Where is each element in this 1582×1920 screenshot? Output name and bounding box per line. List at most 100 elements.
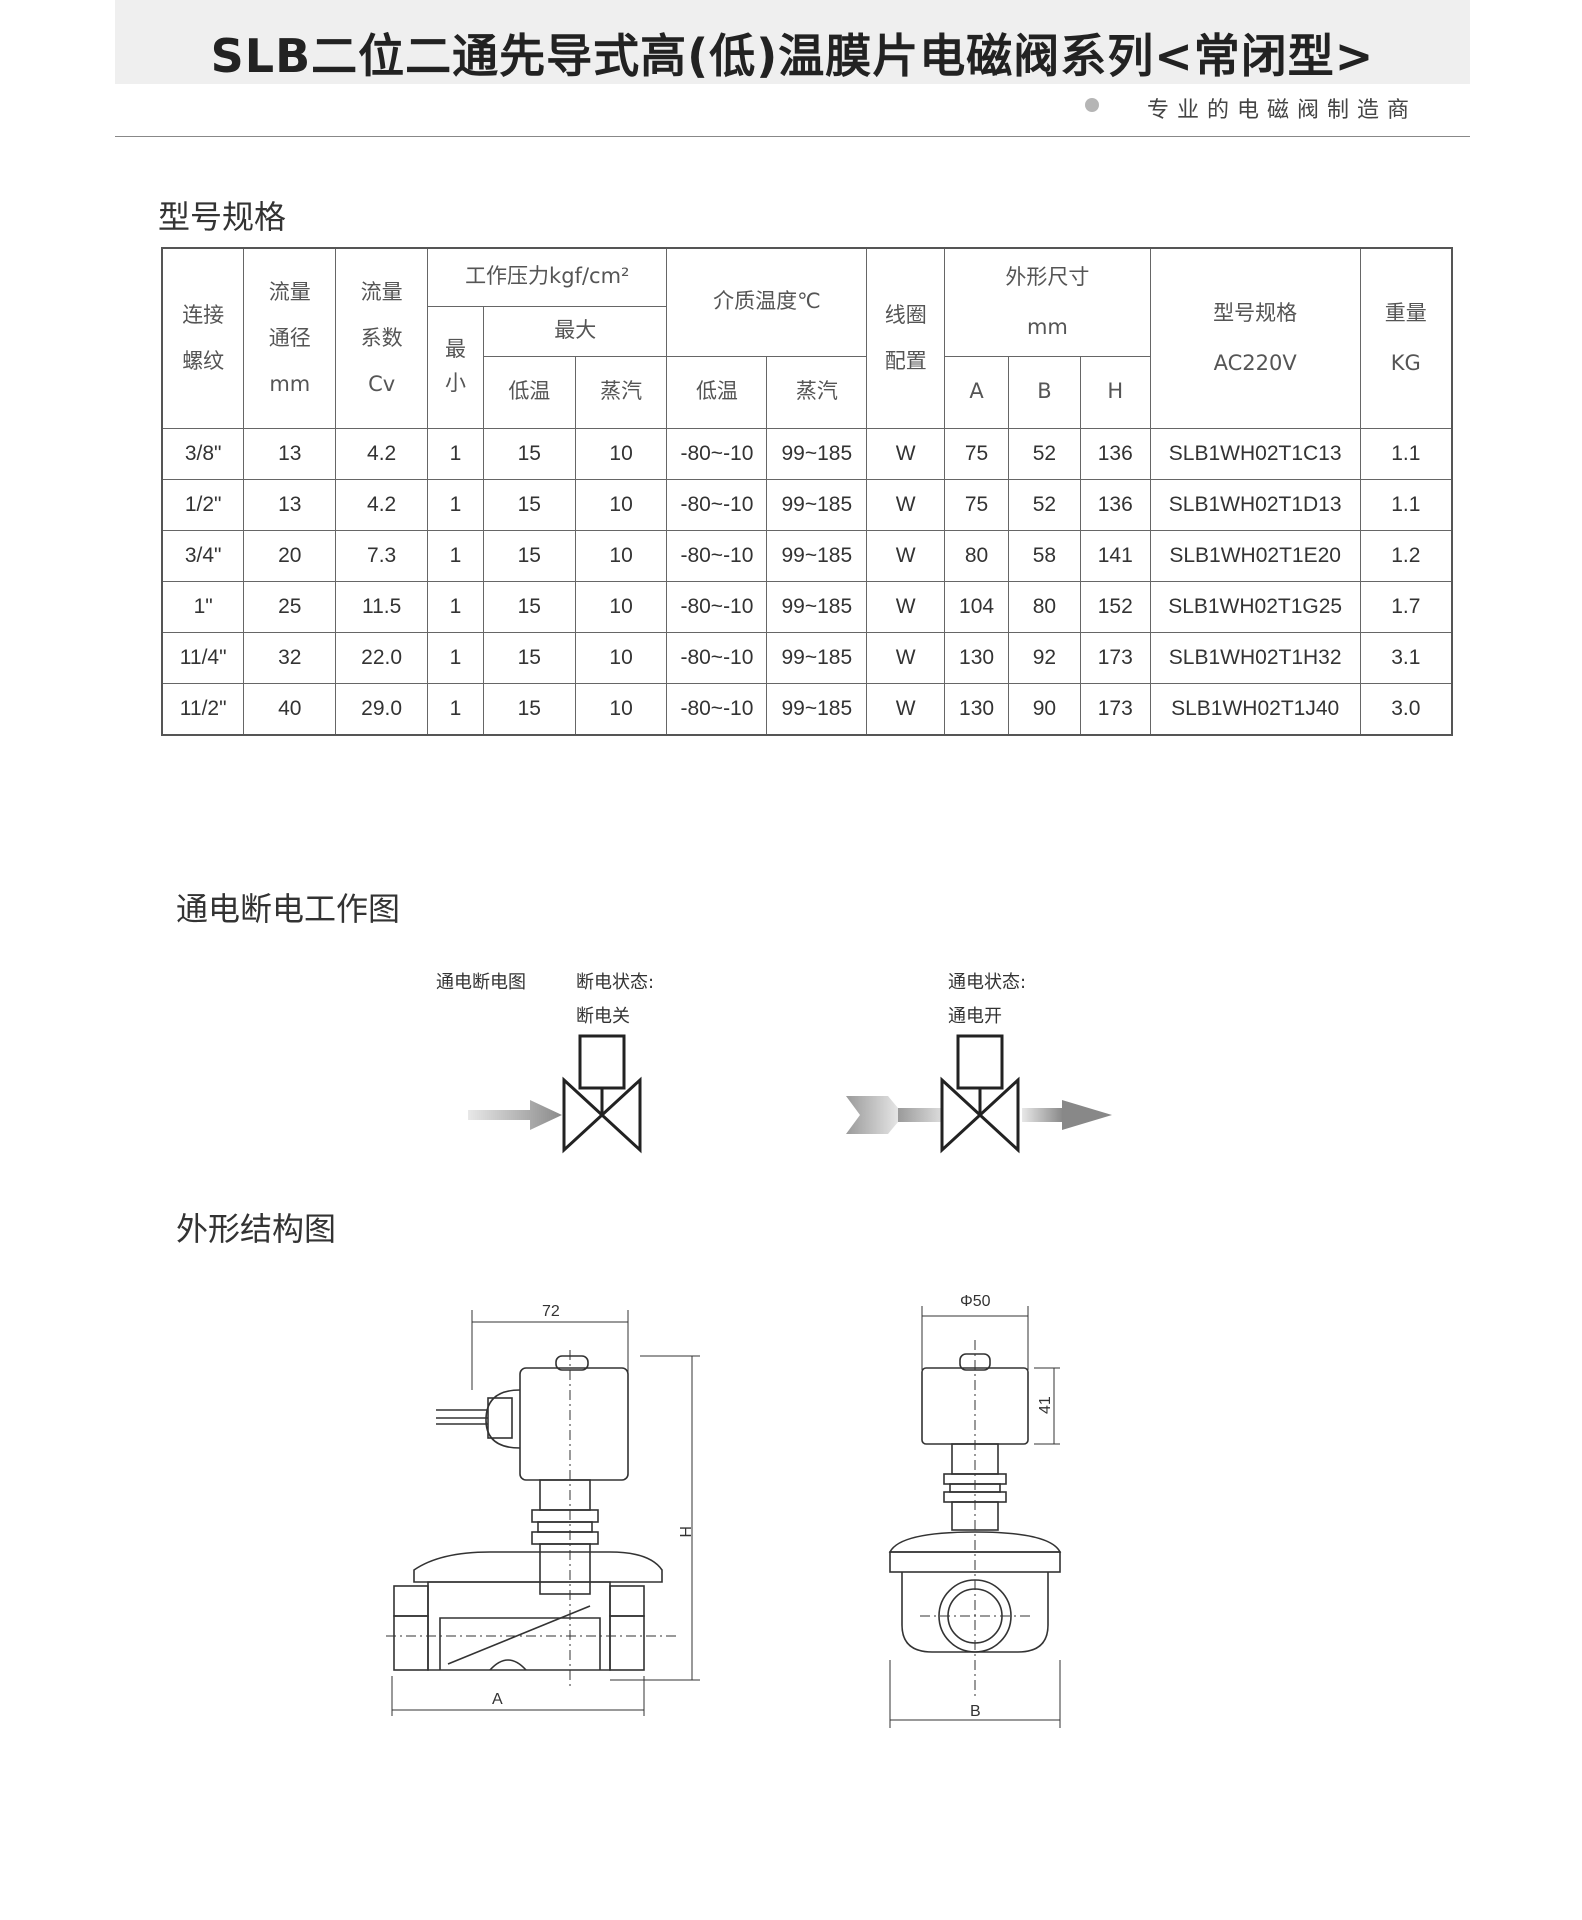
header-max: 最大: [482, 305, 668, 357]
flow-out-arrow-icon: [1062, 1100, 1112, 1130]
header-band: [115, 0, 1470, 84]
coil-icon: [578, 1034, 626, 1090]
table-cell: 75: [944, 427, 1010, 480]
table-cell: 99~185: [766, 478, 868, 531]
table-cell: 29.0: [335, 682, 429, 735]
header-temp: 介质温度℃: [666, 247, 868, 357]
table-cell: 10: [574, 427, 668, 480]
dim-coil-height-label: 41: [1037, 1396, 1054, 1414]
header-temp-low: 低温: [666, 355, 768, 429]
valve-symbol-icon: [940, 1076, 1020, 1154]
table-cell: 10: [574, 529, 668, 582]
table-cell: -80~-10: [666, 529, 768, 582]
table-cell: 3/8": [161, 427, 245, 480]
table-cell: 3.0: [1359, 682, 1453, 735]
table-cell: 52: [1008, 478, 1081, 531]
header-pressure: 工作压力kgf/cm²: [427, 247, 668, 307]
table-cell: 3/4": [161, 529, 245, 582]
table-cell: 4.2: [335, 478, 429, 531]
off-state-valve-diagram: [468, 1034, 642, 1154]
dim-width-label: 72: [542, 1303, 560, 1320]
header-dim-a: A: [944, 355, 1010, 429]
spec-section-title: 型号规格: [158, 198, 287, 236]
table-cell: 11.5: [335, 580, 429, 633]
table-cell: 13: [243, 478, 337, 531]
table-cell: 104: [944, 580, 1010, 633]
header-max-steam: 蒸汽: [574, 355, 668, 429]
table-cell: 1: [427, 682, 484, 735]
table-cell: 1.1: [1359, 478, 1453, 531]
dim-a-label: A: [492, 1691, 503, 1708]
table-cell: 130: [944, 682, 1010, 735]
table-cell: W: [866, 631, 946, 684]
table-cell: 1": [161, 580, 245, 633]
header-flow-cv: 流量 系数 Cv: [335, 247, 429, 429]
table-cell: 75: [944, 478, 1010, 531]
table-cell: 15: [482, 631, 576, 684]
table-cell: 1.7: [1359, 580, 1453, 633]
header-flow-dia: 流量 通径 mm: [243, 247, 337, 429]
table-cell: 15: [482, 427, 576, 480]
table-cell: -80~-10: [666, 682, 768, 735]
table-cell: 58: [1008, 529, 1081, 582]
table-cell: 80: [944, 529, 1010, 582]
table-cell: 15: [482, 478, 576, 531]
header-model: 型号规格 AC220V: [1149, 247, 1361, 429]
table-cell: 1: [427, 478, 484, 531]
table-cell: 152: [1079, 580, 1151, 633]
table-cell: W: [866, 529, 946, 582]
dim-diameter-label: Φ50: [960, 1293, 991, 1310]
table-cell: -80~-10: [666, 631, 768, 684]
header-dim-b: B: [1008, 355, 1081, 429]
table-cell: SLB1WH02T1J40: [1149, 682, 1361, 735]
chart-label: 通电断电图: [436, 972, 526, 993]
table-cell: 52: [1008, 427, 1081, 480]
table-cell: SLB1WH02T1C13: [1149, 427, 1361, 480]
front-view-drawing: 72 H A: [386, 1303, 700, 1716]
table-cell: 173: [1079, 682, 1151, 735]
table-cell: W: [866, 427, 946, 480]
table-cell: -80~-10: [666, 580, 768, 633]
header-min: 最 小: [427, 305, 484, 429]
table-cell: 10: [574, 631, 668, 684]
table-cell: 40: [243, 682, 337, 735]
header-thread: 连接 螺纹: [161, 247, 245, 429]
table-cell: 141: [1079, 529, 1151, 582]
off-state-value: 断电关: [576, 1006, 630, 1027]
table-cell: 130: [944, 631, 1010, 684]
coil-icon: [956, 1034, 1004, 1090]
on-state-value: 通电开: [948, 1006, 1002, 1027]
table-cell: 11/4": [161, 631, 245, 684]
table-cell: 1: [427, 427, 484, 480]
valve-symbol-icon: [562, 1076, 642, 1154]
table-cell: 7.3: [335, 529, 429, 582]
table-cell: 15: [482, 682, 576, 735]
header-temp-steam: 蒸汽: [766, 355, 868, 429]
header-weight: 重量 KG: [1359, 247, 1453, 429]
table-cell: SLB1WH02T1H32: [1149, 631, 1361, 684]
flow-in-arrow-icon: [846, 1096, 898, 1134]
company-slogan: 专业的电磁阀制造商: [1146, 98, 1417, 123]
table-cell: 11/2": [161, 682, 245, 735]
table-cell: -80~-10: [666, 427, 768, 480]
spec-table: 连接 螺纹 流量 通径 mm 流量 系数 Cv 工作压力kgf/cm² 介质温度…: [161, 247, 1453, 736]
table-cell: W: [866, 682, 946, 735]
table-cell: 3.1: [1359, 631, 1453, 684]
table-cell: SLB1WH02T1G25: [1149, 580, 1361, 633]
header-dim-h: H: [1079, 355, 1151, 429]
table-cell: 136: [1079, 427, 1151, 480]
header-max-low: 低温: [482, 355, 576, 429]
table-cell: SLB1WH02T1E20: [1149, 529, 1361, 582]
table-cell: 1: [427, 529, 484, 582]
table-cell: 99~185: [766, 427, 868, 480]
table-cell: 15: [482, 580, 576, 633]
table-cell: 4.2: [335, 427, 429, 480]
table-cell: 99~185: [766, 682, 868, 735]
table-cell: 10: [574, 580, 668, 633]
flow-arrow-icon: [468, 1100, 562, 1130]
table-cell: 1/2": [161, 478, 245, 531]
